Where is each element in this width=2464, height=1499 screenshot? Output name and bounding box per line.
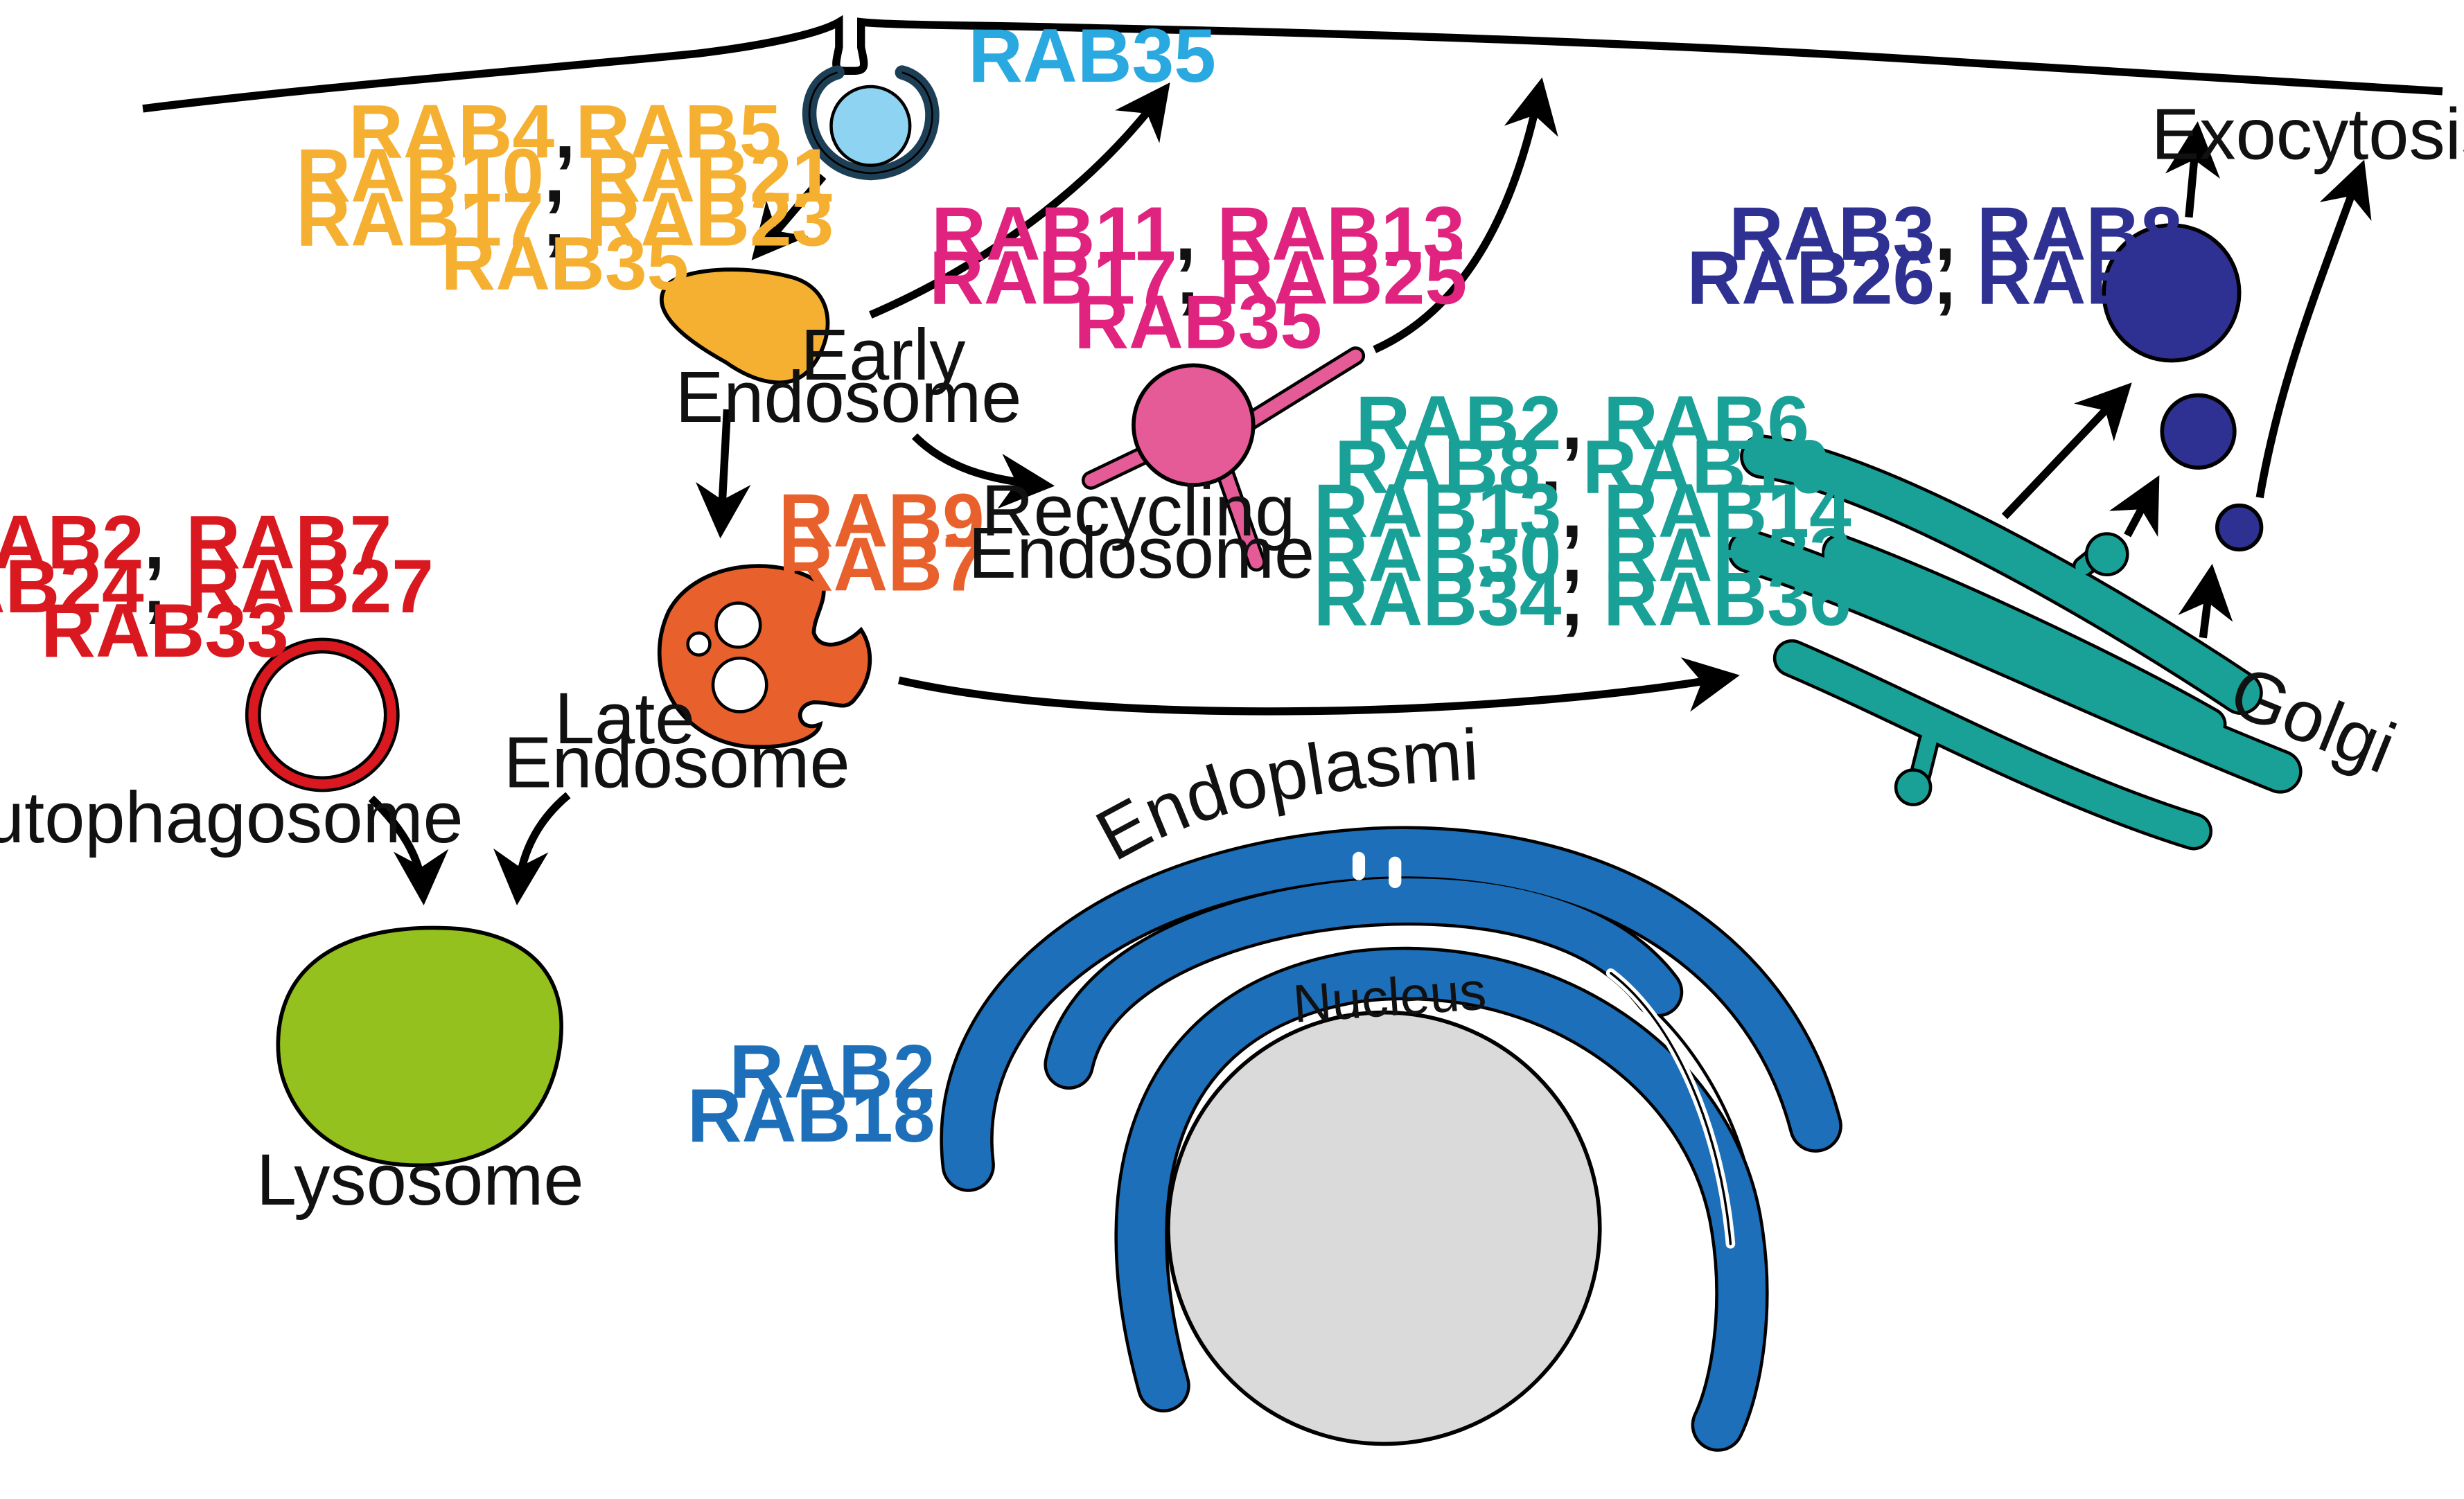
rab-name: RAB13 (1314, 469, 1562, 553)
recycling-endosome (1081, 346, 1366, 572)
rab-name: RAB36 (1603, 557, 1851, 641)
arrow-autophagosome-to-lysosome (368, 795, 449, 906)
nucleus (1166, 1010, 1602, 1446)
label-recycling-endosome-2: Endosome (968, 513, 1314, 594)
rab-separator: , (1935, 192, 1977, 276)
rab-name: RAB33 (41, 589, 289, 673)
arrow-late-to-golgi (897, 657, 1740, 716)
golgi-apparatus (1727, 434, 2303, 851)
rab-separator: , (1561, 469, 1603, 553)
rab-name: RAB8 (1335, 425, 1540, 509)
rab-name: RAB6 (1603, 381, 1809, 465)
secretory-vesicles (2102, 223, 2264, 552)
arrow-early-to-membrane (869, 82, 1170, 319)
plasma-membrane (142, 15, 2443, 113)
rab-separator: , (1561, 513, 1603, 598)
lysosome (276, 925, 563, 1168)
rab-name: RAB2 (729, 1029, 935, 1114)
rab-separator: , (1177, 236, 1220, 321)
rab-name: RAB7 (186, 501, 391, 585)
rab-name: RAB14 (1603, 469, 1851, 553)
rab-name: RAB21 (586, 134, 834, 218)
rab-separator: , (1561, 557, 1603, 641)
rab-name: RAB34 (1314, 557, 1562, 641)
arrow-early-to-recycling (911, 433, 1055, 509)
rab-name: RAB10 (296, 134, 544, 218)
rab-name: RAB35 (1074, 280, 1322, 364)
arrow-small-vesicle-exocytosis (2255, 159, 2372, 499)
rab-name: RAB11 (931, 192, 1175, 276)
rab-separator: , (1540, 425, 1583, 509)
rab-name: RAB35 (441, 222, 689, 306)
rab-separator: , (1935, 236, 1977, 321)
arrow-recycling-to-membrane (1373, 77, 1558, 353)
label-late-endosome-2: Endosome (504, 722, 850, 804)
arrow-golgi-to-vesicle-large (2001, 382, 2132, 520)
arrow-late-to-lysosome (493, 792, 571, 905)
rab-name: RAB30 (1314, 513, 1562, 598)
rab-name: RAB4 (349, 89, 554, 174)
rab-separator: , (544, 134, 586, 218)
rab-name: RAB2 (1355, 381, 1561, 465)
rab-name: RAB27 (186, 544, 434, 629)
rab-name: RAB33 (1603, 513, 1851, 598)
rab-separator: , (1561, 381, 1603, 465)
endocytic-vesicle (802, 65, 940, 181)
rab-separator: , (144, 501, 186, 585)
label-lysosome: Lysosome (256, 1139, 584, 1221)
rab-name: RAB13 (1217, 192, 1465, 276)
rab-name: RAB35 (968, 14, 1216, 98)
rab-name: RAB2 (0, 501, 144, 585)
rab-separator: , (144, 544, 186, 629)
label-early-endosome-2: Endosome (676, 357, 1022, 438)
rab-name: RAB5 (575, 89, 781, 174)
label-early-endosome-1: Early (800, 314, 966, 396)
rab-name: RAB3 (1729, 192, 1935, 276)
label-late-endosome-1: Late (554, 678, 695, 759)
rab-separator: , (554, 89, 575, 174)
early-endosome (660, 267, 830, 385)
late-endosome (657, 564, 872, 750)
rab-name: RAB7 (779, 522, 985, 607)
rab-plasma-membrane: RAB35 (968, 14, 1216, 98)
trafficking-arrows (368, 77, 2372, 906)
rab-name: RAB17 (296, 178, 544, 263)
rab-name: RAB25 (1219, 236, 1467, 321)
rab-name: RAB27 (1977, 236, 2225, 321)
label-exocytosis: Exocytosis (2151, 94, 2464, 175)
rab-name: RAB24 (0, 544, 144, 629)
arrow-vesicle-to-early (751, 173, 827, 260)
rab-name: RAB23 (586, 178, 834, 263)
rab-name: RAB8 (1977, 192, 2183, 276)
arrow-golgi-to-vesicle-mid (2109, 475, 2160, 538)
rab-name: RAB9 (779, 479, 985, 563)
rab-name: RAB10 (1583, 425, 1831, 509)
label-recycling-endosome-1: Recycling (981, 470, 1295, 551)
autophagosome (245, 637, 400, 792)
arrow-vesicle-exocytosis (2165, 121, 2221, 218)
label-nucleus: Nucleus (1291, 961, 1488, 1034)
endoplasmic-reticulum (940, 826, 1842, 1452)
rab-name: RAB18 (687, 1074, 935, 1158)
rab-name: RAB17 (929, 236, 1177, 321)
arrow-golgi-to-vesicle-small (2178, 563, 2233, 639)
label-autophagosome: Autophagosome (0, 777, 464, 858)
rab-separator: , (1175, 192, 1217, 276)
arrow-early-to-late (696, 409, 751, 539)
rab-separator: , (544, 178, 586, 263)
rab-name: RAB26 (1687, 236, 1935, 321)
